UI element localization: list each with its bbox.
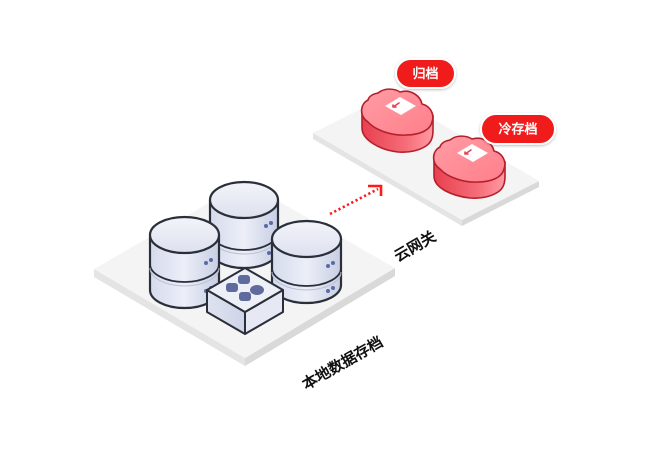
database-right — [270, 219, 343, 305]
database-middle — [208, 180, 280, 270]
cloud-archive — [360, 88, 434, 153]
local-platform-side-left — [94, 269, 245, 366]
cloud-platform-side-left — [313, 133, 462, 226]
status-dot — [326, 289, 330, 293]
cloud-download-icon — [385, 97, 416, 115]
status-dot — [209, 258, 213, 262]
status-dot — [204, 261, 208, 265]
status-dot — [269, 221, 273, 225]
database-left — [148, 215, 221, 310]
local-platform-side-right — [245, 268, 395, 366]
cloud-cold-storage — [432, 135, 506, 199]
local-archive-label: 本地数据存档 — [299, 333, 386, 394]
status-dot — [331, 286, 335, 290]
cloud-platform-side-right — [462, 181, 539, 226]
storage-appliance — [206, 267, 284, 335]
status-dot — [267, 251, 271, 255]
cloud-download-icon — [457, 144, 488, 162]
cloud-gateway-label: 云网关 — [391, 227, 439, 265]
badge-cold-storage-label: 冷存档 — [498, 122, 537, 138]
grid-module-icon — [226, 275, 264, 301]
status-dot — [326, 264, 330, 268]
badge-archive-label: 归档 — [412, 66, 438, 82]
badge-archive: 归档 — [395, 58, 456, 89]
status-dot — [264, 224, 268, 228]
status-dot — [331, 261, 335, 265]
badge-cold-storage: 冷存档 — [480, 113, 556, 145]
dotted-arrow-icon — [329, 184, 383, 216]
